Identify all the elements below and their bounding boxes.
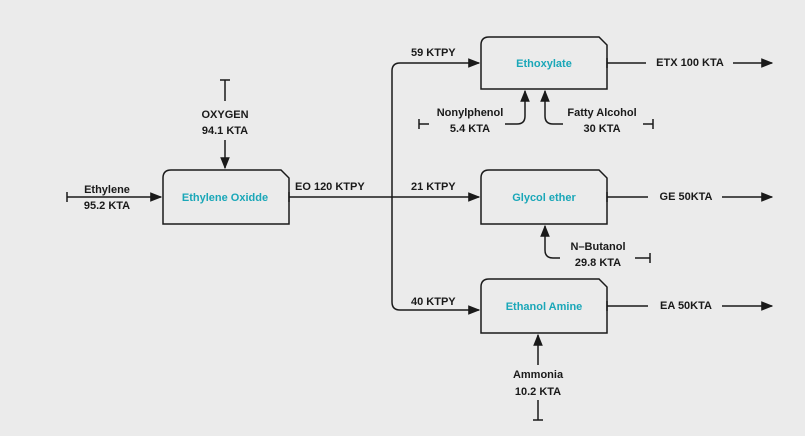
nonylphenol-input-arrow: [505, 89, 530, 125]
ammonia-amount: 10.2 KTA: [514, 386, 562, 398]
oxygen-amount: 94.1 KTA: [201, 125, 249, 137]
ea-output-label: EA 50KTA: [660, 300, 712, 312]
ethylene-oxide-label: Ethylene Oxidde: [181, 192, 269, 204]
ge-output-label: GE 50KTA: [659, 191, 713, 203]
glycol-ether-label: Glycol ether: [512, 192, 576, 204]
ethanol-amine-label: Ethanol Amine: [505, 301, 583, 313]
branch-to-ethoxylate: [391, 58, 481, 197]
nonylphenol-name: Nonylphenol: [436, 107, 504, 119]
glycol-ether-flow-label: 21 KTPY: [411, 181, 456, 193]
ethanol-amine-box: [480, 278, 608, 334]
ethoxylate-flow-label: 59 KTPY: [411, 47, 456, 59]
ethoxylate-label: Ethoxylate: [516, 58, 572, 70]
n-butanol-input-arrow: [540, 224, 560, 259]
glycol-ether-box: [480, 169, 608, 225]
fatty-alcohol-amount: 30 KTA: [583, 123, 621, 135]
n-butanol-amount: 29.8 KTA: [574, 257, 622, 269]
ethylene-oxide-box: [162, 169, 290, 225]
ethylene-name: Ethylene: [84, 184, 130, 196]
etx-output-label: ETX 100 KTA: [656, 57, 724, 69]
eo-output-label: EO 120 KTPY: [295, 181, 365, 193]
ethylene-amount: 95.2 KTA: [83, 200, 131, 212]
n-butanol-name: N–Butanol: [570, 241, 626, 253]
fatty-alcohol-input-arrow: [540, 89, 563, 125]
ethanol-amine-flow-label: 40 KTPY: [411, 296, 456, 308]
ammonia-name: Ammonia: [512, 369, 564, 381]
ethoxylate-box: [480, 36, 608, 90]
oxygen-name: OXYGEN: [201, 109, 249, 121]
fatty-alcohol-name: Fatty Alcohol: [567, 107, 637, 119]
branch-to-ethanol-amine: [391, 197, 481, 315]
nonylphenol-amount: 5.4 KTA: [449, 123, 491, 135]
